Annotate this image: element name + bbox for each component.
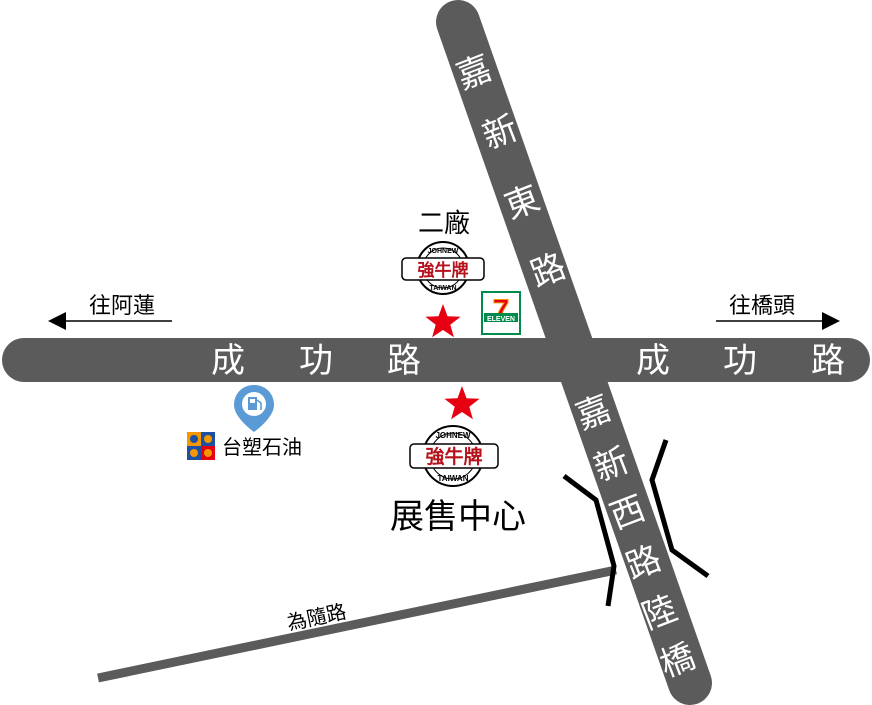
star-icon bbox=[444, 386, 480, 420]
weisui-road bbox=[97, 565, 617, 683]
star-icon bbox=[425, 304, 461, 338]
direction-left: 往阿蓮 bbox=[48, 294, 172, 330]
johnew-ring-bottom: TAIWAN bbox=[438, 474, 469, 483]
showroom-label: 展售中心 bbox=[390, 497, 526, 537]
road-char: 路 bbox=[811, 341, 845, 381]
road-char: 功 bbox=[723, 341, 757, 381]
johnew-brand: 強牛牌 bbox=[425, 445, 482, 468]
johnew-ring-bottom: TAIWAN bbox=[429, 285, 456, 292]
direction-left-label: 往阿蓮 bbox=[89, 294, 155, 319]
johnew-ring-top: JOHNEW bbox=[435, 431, 471, 440]
road-char: 成 bbox=[211, 341, 245, 381]
formosa-petro-logo bbox=[187, 432, 215, 460]
johnew-logo: JOHNEW TAIWAN 強牛牌 bbox=[409, 425, 499, 487]
road-char: 功 bbox=[299, 341, 333, 381]
road-char: 路 bbox=[387, 341, 421, 381]
overpass-left-line bbox=[562, 474, 617, 607]
chenggong-road-chars: 成 功 路 成 功 路 bbox=[211, 341, 845, 381]
arrow-left-icon bbox=[48, 312, 66, 330]
direction-right-label: 往橋頭 bbox=[729, 294, 795, 319]
seven-eleven-logo: 7 ELEVEN bbox=[481, 291, 521, 335]
fuel-pin-icon bbox=[234, 385, 274, 432]
factory2-label: 二廠 bbox=[418, 209, 470, 239]
overpass-right-line bbox=[649, 439, 710, 579]
johnew-ring-top: JOHNEW bbox=[428, 248, 459, 255]
johnew-brand: 強牛牌 bbox=[418, 260, 469, 281]
road-char: 成 bbox=[636, 341, 670, 381]
seven-eleven-text: ELEVEN bbox=[487, 316, 515, 323]
direction-right: 往橋頭 bbox=[716, 294, 840, 330]
arrow-right-icon bbox=[822, 312, 840, 330]
gas-station-label: 台塑石油 bbox=[222, 435, 302, 459]
chenggong-road bbox=[2, 338, 870, 382]
johnew-logo: JOHNEW TAIWAN 強牛牌 bbox=[401, 241, 485, 295]
jiaxin-road bbox=[436, 0, 712, 705]
